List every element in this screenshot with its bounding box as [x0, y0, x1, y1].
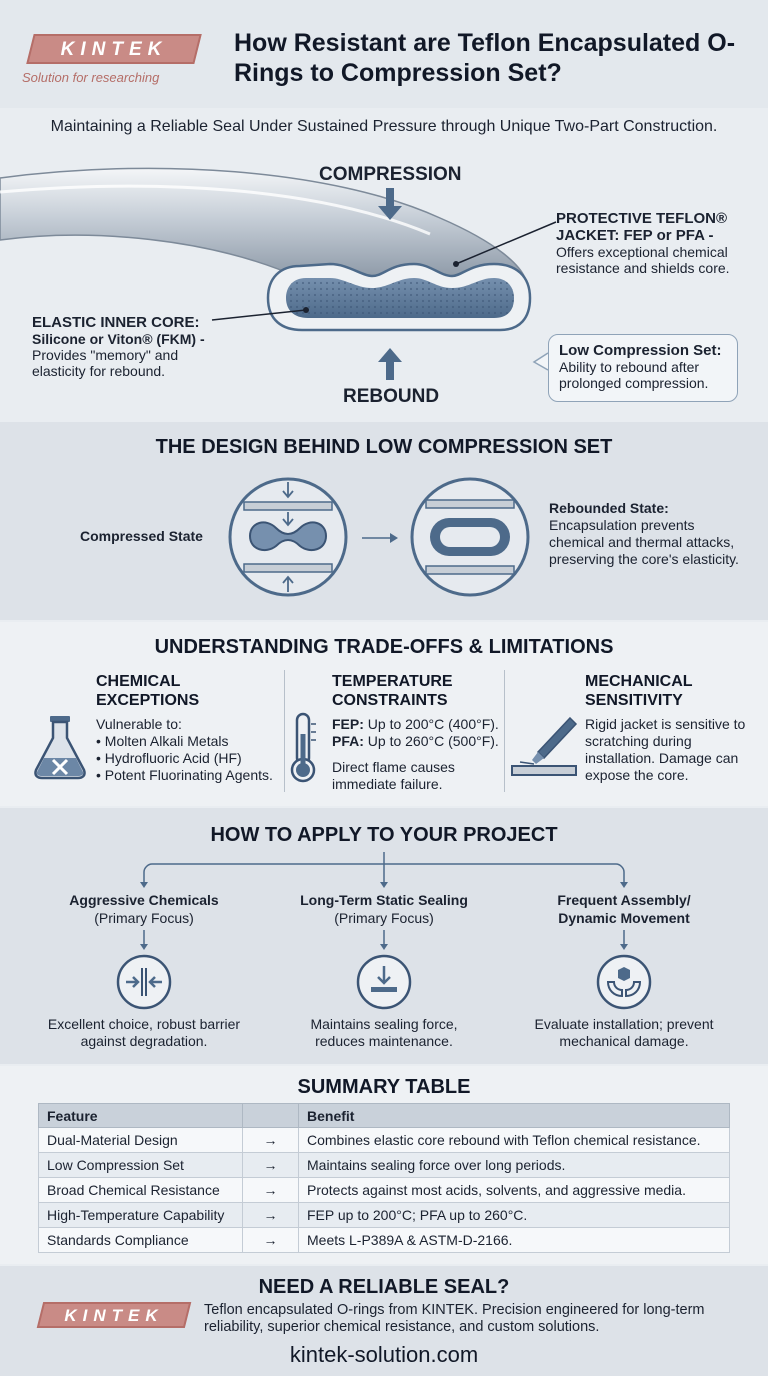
apply-heading: HOW TO APPLY TO YOUR PROJECT [210, 824, 558, 846]
column-header: Benefit [298, 1103, 730, 1128]
rebounded-text: Encapsulation prevents chemical and ther… [549, 517, 739, 567]
scratch-tool-icon [511, 716, 578, 776]
jacket-title: PROTECTIVE TEFLON® JACKET: FEP or PFA - [556, 210, 728, 244]
state-transition-arrow [362, 533, 398, 543]
flask-x-icon [34, 716, 86, 780]
o-ring-cross-section-diagram [0, 167, 557, 380]
chemical-item: • Molten Alkali Metals [96, 733, 229, 749]
column-header: Feature [38, 1103, 243, 1128]
tradeoffs-heading: UNDERSTANDING TRADE-OFFS & LIMITATIONS [154, 636, 614, 658]
decision-tree-connector [140, 852, 628, 950]
feature-cell: High-Temperature Capability [38, 1202, 243, 1228]
chemical-item: • Potent Fluorinating Agents. [96, 767, 273, 783]
rebounded-state-icon [410, 477, 530, 597]
hands-box-icon [596, 954, 652, 1010]
compression-label: COMPRESSION [319, 164, 462, 185]
benefit-cell: Protects against most acids, solvents, a… [298, 1177, 730, 1203]
callout-text: Ability to rebound after prolonged compr… [559, 359, 709, 391]
header: KINTEK Solution for researching How Resi… [0, 0, 768, 108]
chemical-intro: Vulnerable to: [96, 716, 182, 732]
logo-tagline: Solution for researching [22, 70, 160, 85]
core-subtitle: Silicone or Viton® (FKM) - [32, 331, 205, 347]
apply-text: Excellent choice, robust barrier against… [47, 1016, 241, 1049]
apply-title: Frequent Assembly/ [557, 892, 691, 908]
core-title: ELASTIC INNER CORE: [32, 314, 200, 331]
kintek-logo[interactable]: KINTEK Solution for researching [22, 34, 202, 90]
summary-table: Feature Benefit Dual-Material Design → C… [38, 1103, 730, 1253]
arrow-cell: → [242, 1152, 299, 1178]
logo-text: KINTEK [60, 39, 168, 60]
table-row: High-Temperature Capability → FEP up to … [38, 1202, 730, 1228]
low-compression-callout: Low Compression Set: Ability to rebound … [548, 334, 738, 402]
chemical-body: Vulnerable to: • Molten Alkali Metals • … [96, 716, 286, 784]
divider [284, 670, 285, 792]
tradeoffs-section [0, 622, 768, 806]
core-text: Provides "memory" and elasticity for reb… [32, 347, 179, 379]
design-section [0, 422, 768, 620]
table-row: Standards Compliance → Meets L-P389A & A… [38, 1227, 730, 1253]
benefit-cell: Combines elastic core rebound with Teflo… [298, 1127, 730, 1153]
page-subtitle: Maintaining a Reliable Seal Under Sustai… [50, 118, 718, 135]
core-label: ELASTIC INNER CORE: Silicone or Viton® (… [32, 314, 232, 380]
compress-arrows-icon [116, 954, 172, 1010]
design-heading: THE DESIGN BEHIND LOW COMPRESSION SET [155, 436, 613, 458]
summary-heading: SUMMARY TABLE [297, 1076, 471, 1098]
kintek-logo[interactable]: KINTEK [36, 1302, 192, 1330]
apply-title: Long-Term Static Sealing [300, 892, 468, 908]
benefit-cell: FEP up to 200°C; PFA up to 260°C. [298, 1202, 730, 1228]
thermometer-icon [290, 712, 316, 783]
logo-text: KINTEK [64, 1306, 164, 1325]
fep-limit: FEP: Up to 200°C (400°F). [332, 716, 499, 732]
feature-cell: Dual-Material Design [38, 1127, 243, 1153]
jacket-label: PROTECTIVE TEFLON® JACKET: FEP or PFA - … [556, 210, 756, 277]
cta-heading: NEED A RELIABLE SEAL? [258, 1276, 510, 1298]
arrow-cell: → [242, 1202, 299, 1228]
mechanical-title: MECHANICAL SENSITIVITY [585, 673, 693, 709]
feature-cell: Broad Chemical Resistance [38, 1177, 243, 1203]
compressed-state-icon [228, 477, 348, 597]
feature-cell: Standards Compliance [38, 1227, 243, 1253]
compressed-state-label: Compressed State [80, 528, 203, 544]
benefit-cell: Meets L-P389A & ASTM-D-2166. [298, 1227, 730, 1253]
rebound-label: REBOUND [343, 386, 440, 407]
website-link[interactable]: kintek-solution.com [289, 1342, 479, 1367]
apply-subtitle: Dynamic Movement [558, 910, 690, 926]
page-title: How Resistant are Teflon Encapsulated O-… [234, 29, 736, 87]
down-arrow-bar-icon [356, 954, 412, 1010]
table-row: Broad Chemical Resistance → Protects aga… [38, 1177, 730, 1203]
arrow-cell: → [242, 1227, 299, 1253]
benefit-cell: Maintains sealing force over long period… [298, 1152, 730, 1178]
apply-text: Maintains sealing force, reduces mainten… [310, 1016, 458, 1049]
flame-note: Direct flame causes immediate failure. [332, 759, 455, 792]
pfa-limit: PFA: Up to 260°C (500°F). [332, 733, 499, 749]
rebounded-state-label: Rebounded State: Encapsulation prevents … [549, 500, 739, 568]
chemical-item: • Hydrofluoric Acid (HF) [96, 750, 242, 766]
column-header [242, 1103, 299, 1128]
temperature-title: TEMPERATURE CONSTRAINTS [332, 673, 453, 709]
chemical-title: CHEMICAL EXCEPTIONS [96, 673, 200, 709]
table-row: Dual-Material Design → Combines elastic … [38, 1127, 730, 1153]
apply-title: Aggressive Chemicals [69, 892, 219, 908]
cta-text: Teflon encapsulated O-rings from KINTEK.… [204, 1302, 705, 1335]
apply-subtitle: (Primary Focus) [334, 910, 434, 926]
jacket-text: Offers exceptional chemical resistance a… [556, 244, 730, 276]
mechanical-body: Rigid jacket is sensitive to scratching … [585, 716, 746, 783]
arrow-cell: → [242, 1177, 299, 1203]
rebounded-title: Rebounded State: [549, 500, 669, 516]
feature-cell: Low Compression Set [38, 1152, 243, 1178]
temperature-body: FEP: Up to 200°C (400°F). PFA: Up to 260… [332, 716, 504, 793]
divider [504, 670, 505, 792]
apply-subtitle: (Primary Focus) [94, 910, 194, 926]
apply-text: Evaluate installation; prevent mechanica… [534, 1016, 714, 1049]
callout-title: Low Compression Set: [559, 342, 722, 359]
table-row: Low Compression Set → Maintains sealing … [38, 1152, 730, 1178]
arrow-cell: → [242, 1127, 299, 1153]
table-header-row: Feature Benefit [38, 1103, 730, 1128]
